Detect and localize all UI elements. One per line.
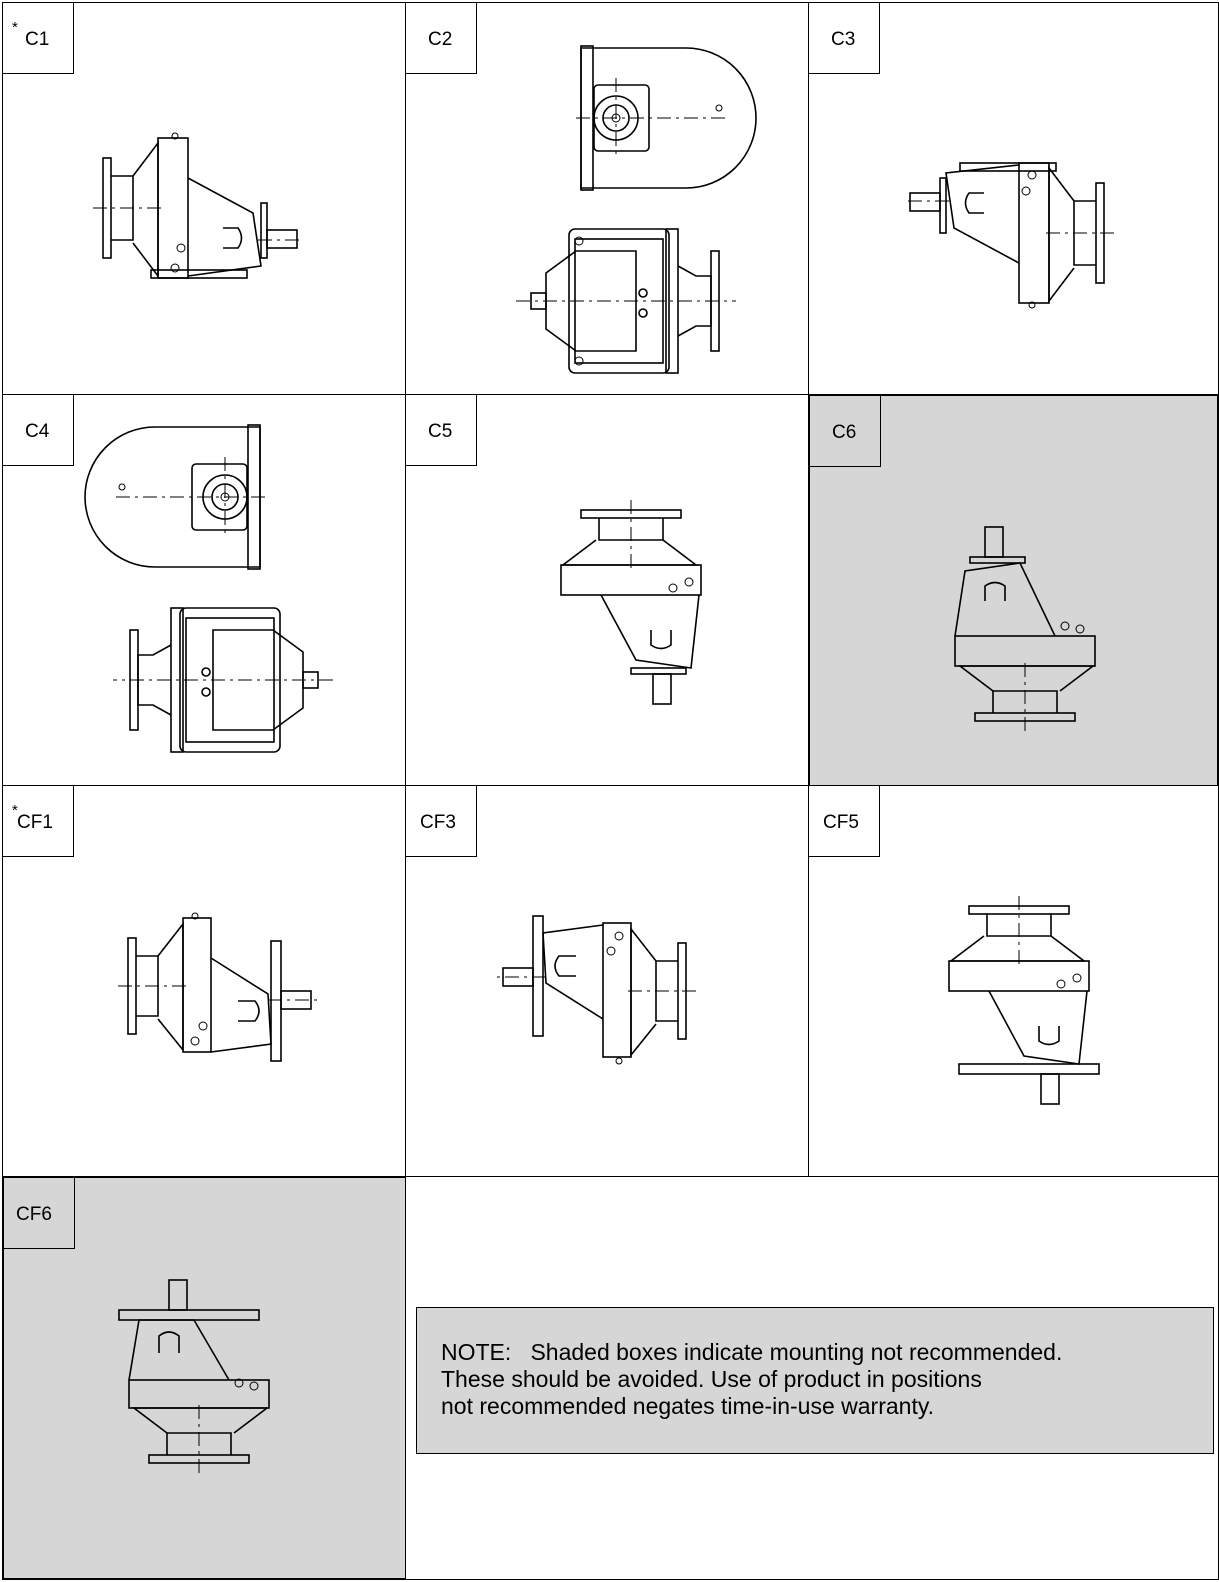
cell-cf5: CF5 <box>808 785 1219 1178</box>
note-line-1: NOTE: Shaded boxes indicate mounting not… <box>441 1339 1063 1365</box>
gearbox-drawing-c4 <box>84 424 333 753</box>
position-label: C4 <box>25 421 50 442</box>
position-label-box: C6 <box>810 396 881 467</box>
cell-c1: * C1 <box>2 2 407 396</box>
cell-c2: C2 <box>405 2 810 396</box>
position-label-box: * C1 <box>3 3 74 74</box>
note-line-3: not recommended negates time-in-use warr… <box>441 1393 935 1419</box>
position-label-box: C2 <box>406 3 477 74</box>
position-label: C1 <box>25 29 50 50</box>
position-label-box: * CF1 <box>3 786 74 857</box>
position-label: CF6 <box>16 1204 52 1225</box>
cell-c5: C5 <box>405 394 810 787</box>
note-box: NOTE: Shaded boxes indicate mounting not… <box>416 1307 1214 1454</box>
position-label-box: CF6 <box>4 1178 75 1249</box>
recommended-asterisk: * <box>12 19 18 36</box>
cell-c3: C3 <box>808 2 1219 396</box>
position-label-box: CF5 <box>809 786 880 857</box>
gearbox-drawing-c6 <box>954 526 1096 731</box>
cell-c4: C4 <box>2 394 407 787</box>
gearbox-drawing-c5 <box>560 500 702 705</box>
position-label: CF3 <box>420 812 456 833</box>
gearbox-drawing-cf1 <box>118 912 318 1062</box>
position-label-box: C4 <box>3 395 74 466</box>
recommended-asterisk: * <box>12 802 18 819</box>
note-line-2: These should be avoided. Use of product … <box>441 1366 982 1392</box>
gearbox-drawing-cf3 <box>496 915 696 1065</box>
cell-cf3: CF3 <box>405 785 810 1178</box>
gearbox-drawing-cf6 <box>118 1279 270 1473</box>
position-label-box: C5 <box>406 395 477 466</box>
position-label: C3 <box>831 29 856 50</box>
position-label: C6 <box>832 422 857 443</box>
gearbox-drawing-c2 <box>516 45 757 374</box>
position-label: CF1 <box>17 812 53 833</box>
cell-cf1: * CF1 <box>2 785 407 1178</box>
gearbox-drawing-c1 <box>93 132 303 279</box>
position-label-box: CF3 <box>406 786 477 857</box>
cell-c6: C6 <box>808 394 1219 787</box>
cell-cf6: CF6 <box>2 1176 407 1580</box>
position-label: C5 <box>428 421 453 442</box>
gearbox-drawing-c3 <box>904 162 1114 309</box>
position-label: CF5 <box>823 812 859 833</box>
position-label-box: C3 <box>809 3 880 74</box>
position-label: C2 <box>428 29 453 50</box>
gearbox-drawing-cf5 <box>948 896 1100 1105</box>
